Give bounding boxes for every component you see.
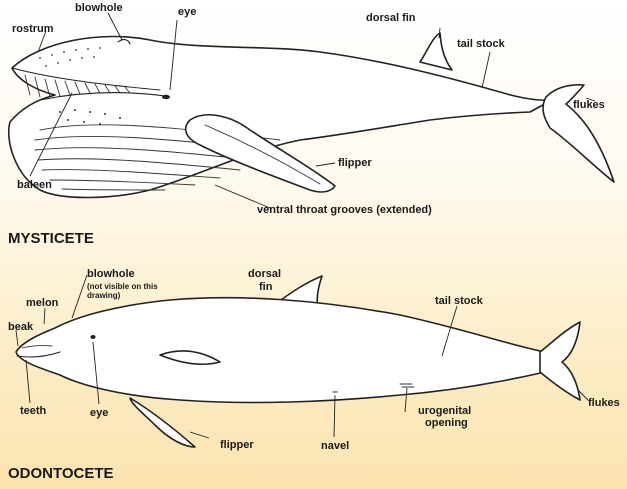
mysticete-eye xyxy=(162,95,170,99)
odontocete-label-flipper: flipper xyxy=(220,439,254,451)
odontocete-section-title: ODONTOCETE xyxy=(8,465,114,482)
mysticete-label-eye: eye xyxy=(178,6,196,18)
odontocete-flipper xyxy=(130,398,195,447)
odontocete-label-dorsal-fin-2: fin xyxy=(259,281,273,293)
mysticete-label-rostrum: rostrum xyxy=(12,23,54,35)
mysticete-illustration xyxy=(9,33,614,198)
odontocete-label-flukes: flukes xyxy=(588,397,620,409)
odontocete-label-teeth: teeth xyxy=(20,405,47,417)
mysticete-label-flukes: flukes xyxy=(573,99,605,111)
mysticete-label-tail-stock: tail stock xyxy=(457,38,506,50)
odontocete-label-navel: navel xyxy=(321,440,349,452)
odontocete-label-melon: melon xyxy=(26,297,59,309)
odontocete-label-tail-stock: tail stock xyxy=(435,295,484,307)
mysticete-label-dorsal-fin: dorsal fin xyxy=(366,12,416,24)
odontocete-label-urogenital-1: urogenital xyxy=(418,405,471,417)
odontocete-eye xyxy=(90,335,95,339)
odontocete-label-eye: eye xyxy=(90,407,108,419)
mysticete-label-blowhole: blowhole xyxy=(75,2,123,14)
mysticete-label-baleen: baleen xyxy=(17,179,52,191)
odontocete-body xyxy=(16,298,545,403)
mysticete-label-flipper: flipper xyxy=(338,157,372,169)
mysticete-label-throat-grooves: ventral throat grooves (extended) xyxy=(257,204,432,216)
odontocete-label-blowhole-note-2: drawing) xyxy=(87,291,121,300)
odontocete-label-blowhole: blowhole xyxy=(87,268,135,280)
odontocete-label-dorsal-fin-1: dorsal xyxy=(248,268,281,280)
mysticete-dorsal-fin xyxy=(420,33,452,70)
mysticete-section-title: MYSTICETE xyxy=(8,230,94,247)
odontocete-label-beak: beak xyxy=(8,321,34,333)
odontocete-label-urogenital-2: opening xyxy=(425,417,468,429)
odontocete-illustration xyxy=(16,276,580,447)
odontocete-flukes xyxy=(540,322,580,400)
odontocete-label-blowhole-note-1: (not visible on this xyxy=(87,282,158,291)
